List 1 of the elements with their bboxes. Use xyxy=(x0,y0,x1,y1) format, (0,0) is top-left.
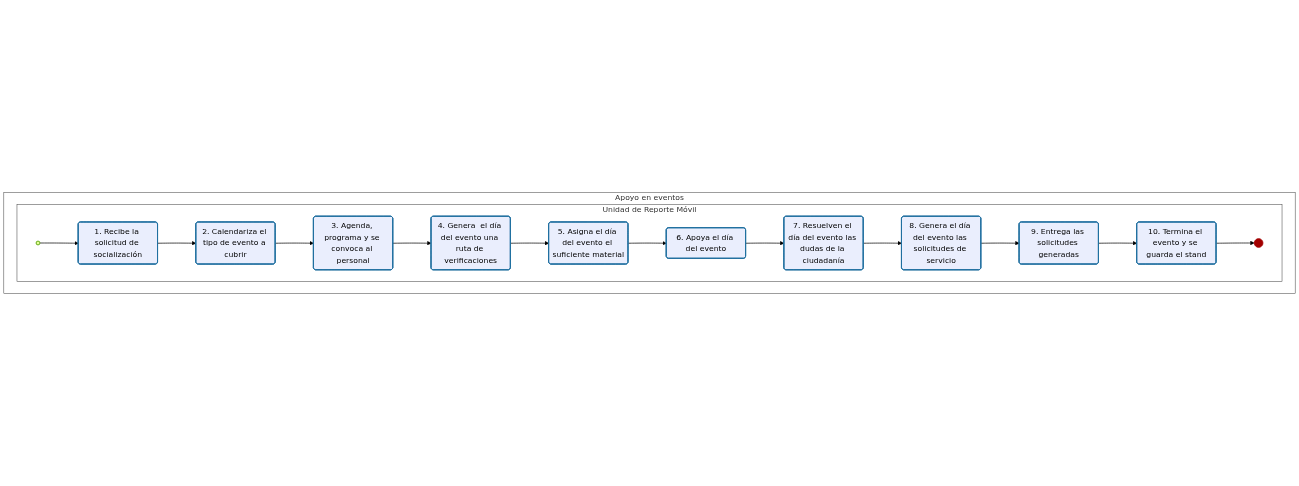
node-circle xyxy=(35,240,41,246)
